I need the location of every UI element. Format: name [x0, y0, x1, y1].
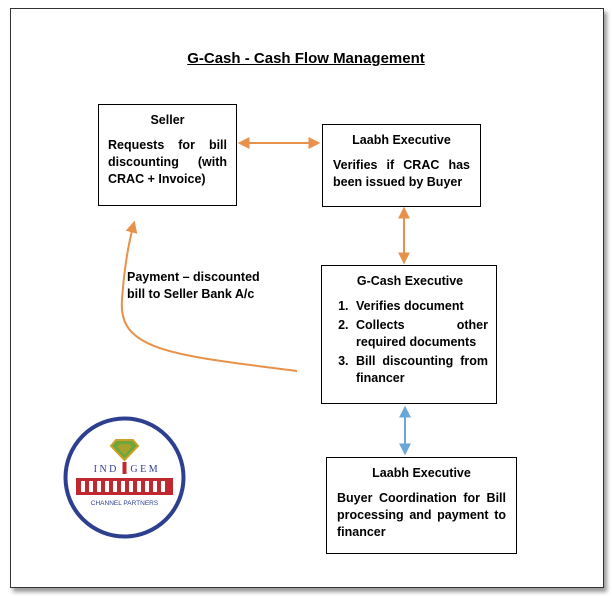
logo-text-left: I N D: [94, 464, 117, 475]
laabh-bottom-description: Buyer Coordination for Bill processing a…: [337, 491, 506, 539]
diagram-title: G-Cash - Cash Flow Management: [187, 50, 425, 67]
gcash-task-1: Verifies document: [352, 298, 488, 315]
laabh-top-heading: Laabh Executive: [352, 133, 451, 147]
seller-description: Requests for bill discounting (with CRAC…: [108, 138, 227, 186]
gcash-heading: G-Cash Executive: [356, 274, 464, 288]
laabh-executive-top-box: Laabh Executive Verifies if CRAC has bee…: [322, 124, 481, 207]
laabh-executive-bottom-box: Laabh Executive Buyer Coordination for B…: [326, 457, 517, 554]
logo-text-right: G E M: [130, 464, 157, 475]
seller-box: Seller Requests for bill discounting (wi…: [98, 104, 237, 206]
gcash-task-2: Collects other required documents: [352, 317, 488, 351]
logo-subtitle: CHANNEL PARTNERS: [91, 500, 159, 507]
gcash-task-3: Bill discounting from financer: [352, 353, 488, 387]
laabh-top-description: Verifies if CRAC has been issued by Buye…: [333, 158, 470, 189]
seller-heading: Seller: [150, 113, 185, 127]
payment-curve-arrow: [120, 220, 298, 372]
laabh-bottom-heading: Laabh Executive: [372, 466, 471, 480]
payment-note: Payment – discounted bill to Seller Bank…: [127, 270, 260, 301]
gcash-task-list: Verifies document Collects other require…: [332, 298, 488, 387]
gcash-executive-box: G-Cash Executive Verifies document Colle…: [321, 265, 497, 404]
indigem-logo: I N D G E M CHANNEL PARTNERS: [63, 416, 186, 539]
